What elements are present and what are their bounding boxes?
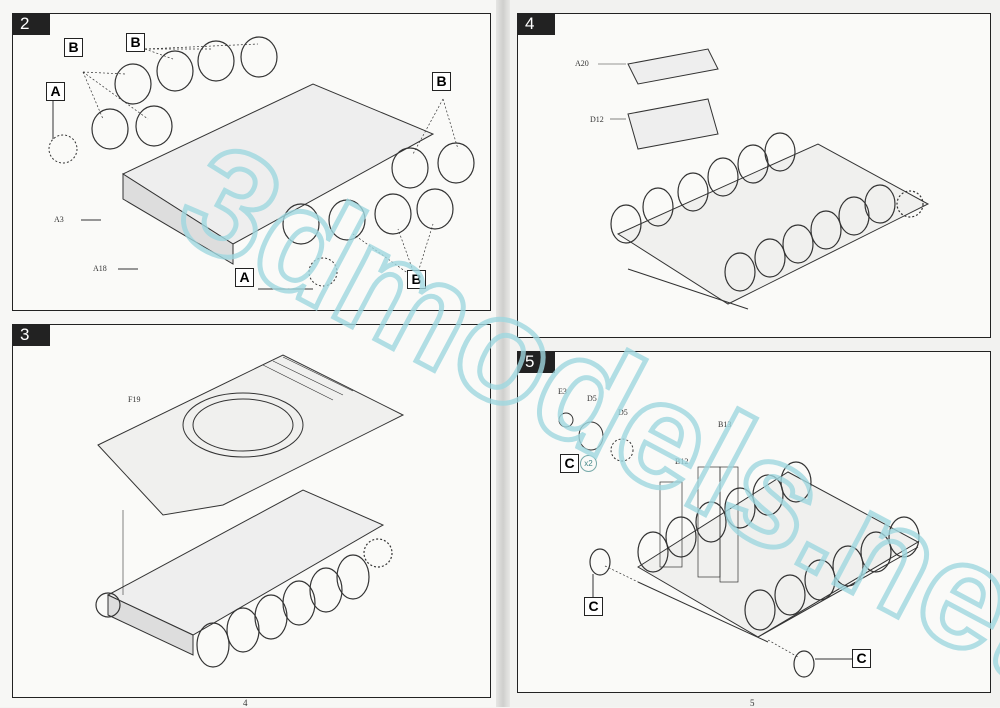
callout-b: B <box>126 33 145 52</box>
part-label: B13 <box>718 420 732 429</box>
part-label: A20 <box>575 59 589 68</box>
step-4-drawing <box>598 48 930 310</box>
step-5-drawing <box>558 412 920 678</box>
page-number-left: 4 <box>243 698 248 708</box>
callout-c: C <box>584 597 603 616</box>
step-number: 5 <box>517 351 555 373</box>
callout-b: B <box>64 38 83 57</box>
step-2-drawing <box>48 36 475 290</box>
step-number: 4 <box>517 13 555 35</box>
callout-c: C <box>852 649 871 668</box>
part-label: D5 <box>587 394 597 403</box>
part-label: F19 <box>128 395 141 404</box>
part-label: E3 <box>558 387 567 396</box>
callout-b: B <box>432 72 451 91</box>
callout-a: A <box>235 268 254 287</box>
road-wheel <box>91 36 475 245</box>
step-4-panel: 4 A20 D12 <box>517 13 991 338</box>
page-number-right: 5 <box>750 698 755 708</box>
callout-a: A <box>46 82 65 101</box>
multiplier-badge: x2 <box>580 455 597 472</box>
step-3-panel: 3 F19 <box>12 324 491 698</box>
page-gutter <box>496 0 510 707</box>
step-number: 3 <box>12 324 50 346</box>
part-label: A3 <box>54 215 64 224</box>
part-label: A18 <box>93 264 107 273</box>
callout-b: B <box>407 270 426 289</box>
step-number: 2 <box>12 13 50 35</box>
part-label: B12 <box>675 457 689 466</box>
step-3-drawing <box>95 354 405 668</box>
step-2-panel: 2 B B A B A B A3 A18 <box>12 13 491 311</box>
part-label: D12 <box>590 115 604 124</box>
callout-c: C <box>560 454 579 473</box>
step-5-panel: 5 C x2 C C E3 D5 D5 B13 B12 <box>517 351 991 693</box>
part-label: D5 <box>618 408 628 417</box>
